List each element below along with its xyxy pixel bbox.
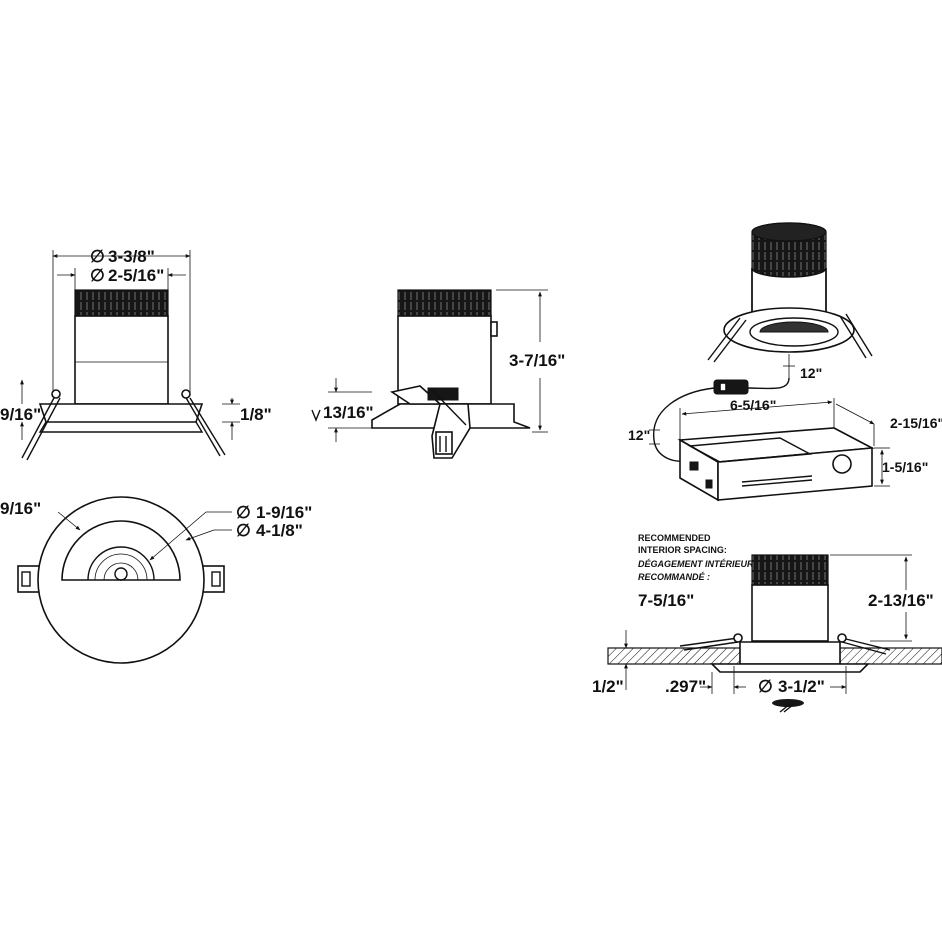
- install-trim: [710, 663, 870, 673]
- flange-offset-label: .297": [665, 677, 706, 696]
- cutout-diameter-label: 3-1/2": [778, 677, 825, 696]
- front-view: ∅ 3-3/8" ∅ 2-5/16" 9/16" 1/8": [0, 247, 272, 461]
- ceiling-right: [839, 647, 942, 665]
- install-heat-sink: [751, 554, 829, 586]
- front-left-height-label: 9/16": [0, 405, 41, 424]
- iso-connector: [713, 379, 749, 395]
- aperture-diameter-label: 1-9/16": [256, 503, 312, 522]
- trim-flange: [38, 403, 204, 423]
- outer-diameter-symbol: ∅: [90, 247, 105, 266]
- ceiling-left: [607, 647, 741, 665]
- install-height-label: 2-13/16": [868, 591, 934, 610]
- inner-diameter-label: 2-5/16": [108, 266, 164, 285]
- bottom-left-dim-label: 9/16": [0, 499, 41, 518]
- clip-height-label: 13/16": [323, 403, 374, 422]
- spacing-note-line2: INTERIOR SPACING:: [638, 545, 727, 555]
- side-heat-sink: [397, 289, 492, 317]
- side-view: 3-7/16" 13/16": [311, 289, 565, 459]
- fixture-body: [74, 315, 169, 405]
- jbox-height-label: 1-5/16": [882, 459, 928, 475]
- flange-thickness-label: 1/8": [240, 405, 272, 424]
- isometric-view: 12" 12" 6-5/16" 2-15/16" 1-5/16": [628, 222, 942, 502]
- spring-clip-right: [184, 395, 226, 457]
- outer-diameter-label: 3-3/8": [108, 247, 155, 266]
- side-clip-spring: [427, 387, 459, 401]
- aperture-diameter-symbol: ∅: [236, 503, 251, 522]
- cable-left-label: 12": [628, 427, 650, 443]
- trim-diameter-label: 4-1/8": [256, 521, 303, 540]
- spacing-note-line3: DÉGAGEMENT INTÉRIEUR: [638, 559, 754, 569]
- ceiling-thickness-label: 1/2": [592, 677, 624, 696]
- jbox-length-label: 6-5/16": [730, 397, 776, 413]
- overall-height-label: 3-7/16": [509, 351, 565, 370]
- heat-sink-fins: [74, 289, 169, 317]
- cutout-diameter-symbol: ∅: [758, 677, 773, 696]
- cable-top-label: 12": [800, 365, 822, 381]
- trim-diameter-symbol: ∅: [236, 521, 251, 540]
- installed-view: RECOMMENDED INTERIOR SPACING: DÉGAGEMENT…: [592, 533, 942, 713]
- bottom-view: 9/16" ∅ 1-9/16" ∅ 4-1/8": [0, 496, 312, 664]
- spacing-note-line4: RECOMMANDÉ :: [638, 572, 710, 582]
- install-body: [751, 584, 829, 642]
- spacing-value: 7-5/16": [638, 591, 694, 610]
- inner-diameter-symbol: ∅: [90, 266, 105, 285]
- jbox-width-label: 2-15/16": [890, 415, 942, 431]
- spring-clip-left: [21, 395, 61, 461]
- spacing-note-line1: RECOMMENDED: [638, 533, 711, 543]
